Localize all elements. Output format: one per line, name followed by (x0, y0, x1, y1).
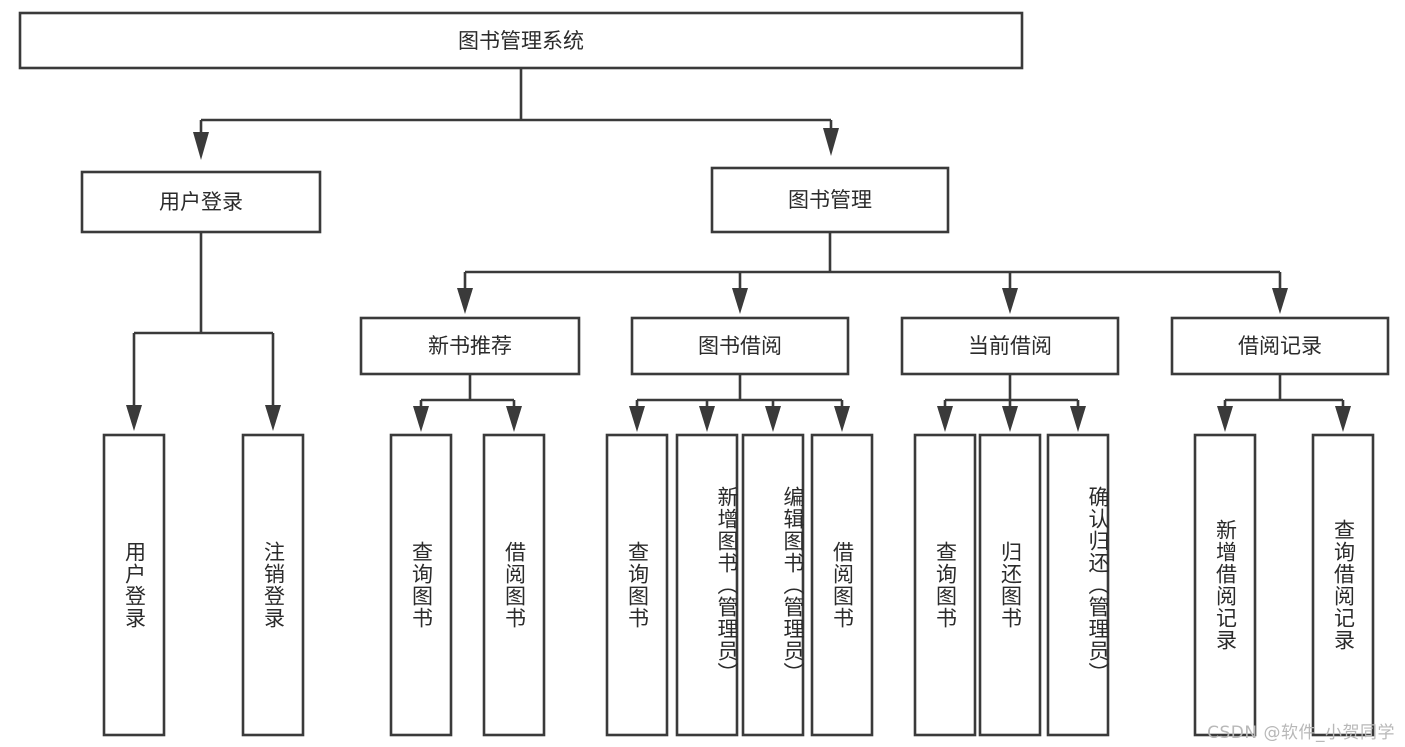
arrow-head-book-mgmt (823, 128, 839, 156)
node-book-borrow[interactable]: 图书借阅 (630, 316, 850, 376)
leaf-box-query-book-1[interactable] (389, 433, 453, 737)
node-current-borrow-box[interactable] (900, 316, 1120, 376)
arrow-head-book-borrow (732, 288, 748, 314)
node-new-book-recommend[interactable]: 新书推荐 (359, 316, 581, 376)
node-root-box[interactable] (18, 11, 1024, 70)
watermark-text: CSDN @软件_小贺同学 (1207, 723, 1395, 743)
arrow-head-leaf-add-book (699, 406, 715, 432)
node-book-borrow-box[interactable] (630, 316, 850, 376)
arrow-head-leaf-add-record (1217, 406, 1233, 432)
leaf-box-query-borrow-record[interactable] (1311, 433, 1375, 737)
arrow-head-leaf-logout (265, 405, 281, 431)
node-root-label: 图书管理系统 (458, 29, 584, 53)
arrow-head-leaf-query-book-2 (629, 406, 645, 432)
arrow-head-user-login (193, 132, 209, 160)
leaf-box-confirm-return[interactable] (1046, 433, 1110, 737)
node-book-management-box[interactable] (710, 166, 950, 234)
arrow-head-borrow-record (1272, 288, 1288, 314)
arrow-head-leaf-query-book-3 (937, 406, 953, 432)
leaf-box-borrow-book-1[interactable] (482, 433, 546, 737)
leaf-box-edit-book[interactable] (741, 433, 805, 737)
leaf-box-borrow-book-2[interactable] (810, 433, 874, 737)
connector-group-user-login (126, 232, 281, 431)
leaf-box-user-login[interactable] (102, 433, 166, 737)
leaf-box-query-book-3[interactable] (913, 433, 977, 737)
node-book-management-label: 图书管理 (788, 188, 872, 212)
leaf-box-add-book[interactable] (675, 433, 739, 737)
node-user-login-label: 用户登录 (159, 190, 243, 214)
node-borrow-record-label: 借阅记录 (1238, 334, 1322, 358)
connector-group-new-book-rec (413, 374, 522, 432)
node-current-borrow[interactable]: 当前借阅 (900, 316, 1120, 376)
arrow-head-leaf-confirm-return (1070, 406, 1086, 432)
node-borrow-record-box[interactable] (1170, 316, 1390, 376)
connector-group-book-mgmt (457, 232, 1288, 314)
arrow-head-current-borrow (1002, 288, 1018, 314)
node-book-management[interactable]: 图书管理 (710, 166, 950, 234)
node-user-login-box[interactable] (80, 170, 322, 234)
connector-group-book-borrow (629, 374, 850, 432)
arrow-head-leaf-user-login (126, 405, 142, 431)
connector-group-borrow-record (1217, 374, 1351, 432)
arrow-head-leaf-borrow-book-2 (834, 406, 850, 432)
leaf-boxes (102, 433, 1375, 737)
connector-group-current-borrow (937, 374, 1086, 432)
node-user-login[interactable]: 用户登录 (80, 170, 322, 234)
node-borrow-record[interactable]: 借阅记录 (1170, 316, 1390, 376)
arrow-head-leaf-return-book (1002, 406, 1018, 432)
node-new-book-recommend-box[interactable] (359, 316, 581, 376)
node-book-borrow-label: 图书借阅 (698, 334, 782, 358)
leaf-box-add-borrow-record[interactable] (1193, 433, 1257, 737)
arrow-head-leaf-query-book-1 (413, 406, 429, 432)
connector-group-root (193, 68, 839, 160)
node-new-book-recommend-label: 新书推荐 (428, 334, 512, 358)
arrow-head-new-book-rec (457, 288, 473, 314)
leaf-box-return-book[interactable] (978, 433, 1042, 737)
arrow-head-leaf-query-record (1335, 406, 1351, 432)
leaf-box-query-book-2[interactable] (605, 433, 669, 737)
node-root[interactable]: 图书管理系统 (18, 11, 1024, 70)
arrow-head-leaf-edit-book (765, 406, 781, 432)
leaf-box-logout[interactable] (241, 433, 305, 737)
node-current-borrow-label: 当前借阅 (968, 334, 1052, 358)
arrow-head-leaf-borrow-book-1 (506, 406, 522, 432)
